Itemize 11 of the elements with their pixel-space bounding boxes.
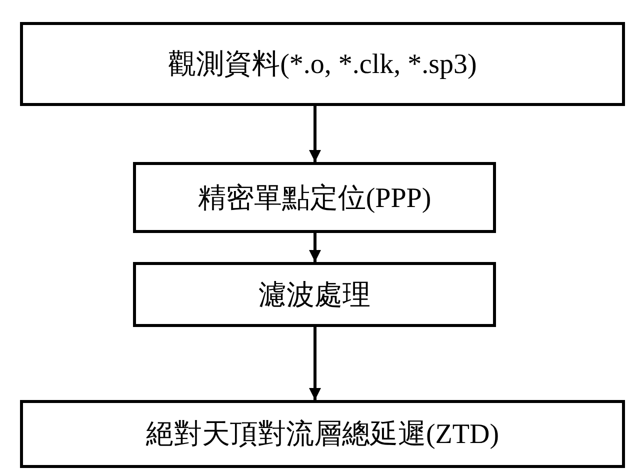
- arrow: [309, 327, 321, 400]
- arrow: [309, 233, 321, 262]
- step-label: 精密單點定位(PPP): [198, 182, 432, 216]
- step-label: 絕對天頂對流層總延遲(ZTD): [146, 418, 500, 452]
- step-label: 濾波處理: [258, 278, 370, 312]
- process-box: [133, 162, 496, 233]
- process-box: [20, 400, 625, 468]
- process-box: [20, 22, 625, 106]
- arrow: [309, 106, 321, 162]
- step-label: 觀測資料(*.o, *.clk, *.sp3): [168, 48, 477, 82]
- process-box: [133, 262, 496, 327]
